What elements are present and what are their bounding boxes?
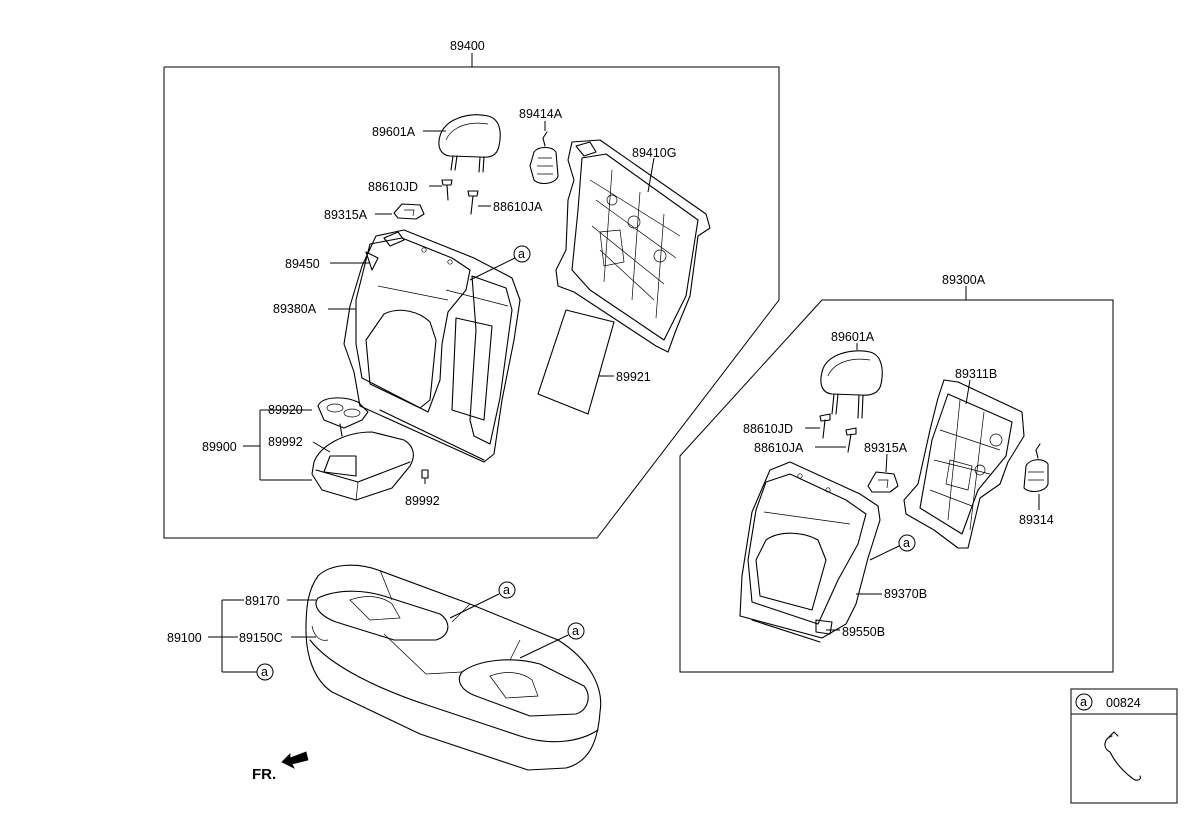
pad-89921: 89921 — [537, 309, 651, 415]
callout-a-89400: a — [518, 247, 525, 261]
label-89100[interactable]: 89100 — [167, 631, 202, 645]
armrest-assembly: 89920 89900 89992 89992 — [202, 397, 440, 508]
seatback-cover-89380A: 89450 89380A a — [273, 229, 531, 463]
label-89601A-left[interactable]: 89601A — [372, 125, 416, 139]
label-89450[interactable]: 89450 — [285, 257, 320, 271]
label-89992-armrest[interactable]: 89992 — [268, 435, 303, 449]
front-arrow-icon — [281, 751, 309, 769]
label-89414A[interactable]: 89414A — [519, 107, 563, 121]
callout-a-cushion-2: a — [572, 624, 579, 638]
seatback-frame-89311B: 89311B 89314 — [903, 367, 1054, 549]
label-88610JA-left[interactable]: 88610JA — [493, 200, 543, 214]
headrest-guides-left: 88610JD 88610JA — [368, 179, 543, 215]
latch-89315A-right: 89315A — [864, 441, 908, 493]
label-89550B[interactable]: 89550B — [842, 625, 885, 639]
label-89400[interactable]: 89400 — [450, 39, 485, 53]
label-89150C[interactable]: 89150C — [239, 631, 283, 645]
label-89370B[interactable]: 89370B — [884, 587, 927, 601]
label-89920[interactable]: 89920 — [268, 403, 303, 417]
fr-label: FR. — [252, 766, 276, 783]
label-88610JA-right[interactable]: 88610JA — [754, 441, 804, 455]
label-89300A[interactable]: 89300A — [942, 273, 986, 287]
headrest-left: 89601A — [372, 114, 501, 173]
callout-legend: a 00824 — [1070, 688, 1178, 804]
latch-89315A-left: 89315A — [324, 203, 425, 222]
label-89601A-right[interactable]: 89601A — [831, 330, 875, 344]
headrest-guides-right: 88610JD 88610JA — [743, 413, 857, 455]
clip-00824-icon — [1104, 735, 1141, 781]
seatback-frame-89410G: 89410G — [555, 139, 711, 353]
label-89921[interactable]: 89921 — [616, 370, 651, 384]
label-88610JD-right[interactable]: 88610JD — [743, 422, 793, 436]
seatback-cover-89370B: a 89370B 89550B — [739, 461, 927, 643]
label-89410G[interactable]: 89410G — [632, 146, 676, 160]
seat-cushion-89100: a a a 89100 89170 89150C — [167, 564, 602, 771]
bracket-89414A: 89414A — [519, 107, 563, 185]
label-89315A-right[interactable]: 89315A — [864, 441, 908, 455]
assembly-89400-box: 89400 — [163, 39, 780, 539]
legend-callout-letter: a — [1080, 695, 1087, 709]
label-89314[interactable]: 89314 — [1019, 513, 1054, 527]
label-89900[interactable]: 89900 — [202, 440, 237, 454]
callout-a-cushion-3: a — [261, 665, 268, 679]
callout-a-89300A: a — [903, 536, 910, 550]
label-89170[interactable]: 89170 — [245, 594, 280, 608]
headrest-right: 89601A — [820, 330, 883, 419]
label-88610JD-left[interactable]: 88610JD — [368, 180, 418, 194]
assembly-89300A-box: 89300A — [679, 273, 1114, 673]
label-89311B[interactable]: 89311B — [955, 367, 997, 381]
legend-part-00824[interactable]: 00824 — [1106, 696, 1141, 710]
label-89315A-left[interactable]: 89315A — [324, 208, 368, 222]
label-89992-screw[interactable]: 89992 — [405, 494, 440, 508]
label-89380A[interactable]: 89380A — [273, 302, 317, 316]
front-direction-indicator: FR. — [252, 751, 309, 783]
callout-a-cushion-1: a — [503, 583, 510, 597]
